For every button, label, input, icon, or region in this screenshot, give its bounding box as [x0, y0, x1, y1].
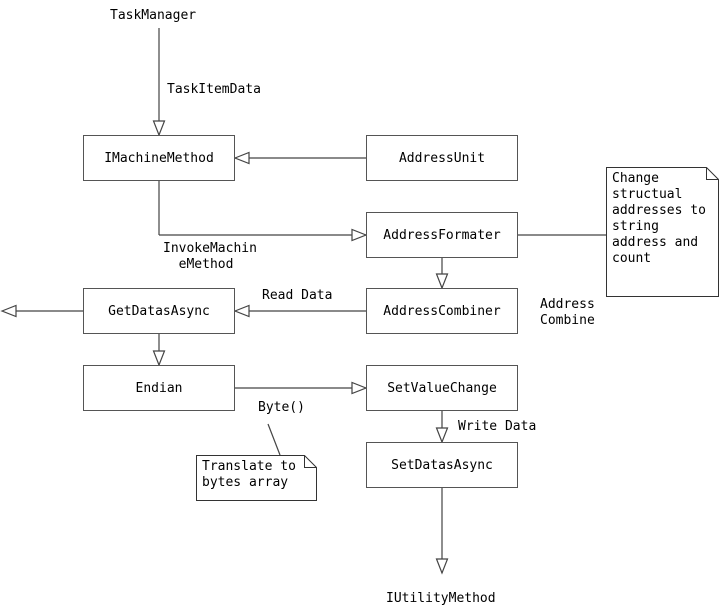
node-label: IMachineMethod [104, 150, 214, 166]
node-label: AddressCombiner [383, 303, 501, 319]
label-iutilitymethod: IUtilityMethod [386, 591, 496, 606]
arrow-endian-to-setvaluechange [351, 381, 368, 395]
arrow-addressformater-to-addresscombiner [435, 273, 449, 290]
label-taskitemdata: TaskItemData [167, 82, 261, 97]
note-text: Change structual addresses to string add… [612, 171, 706, 266]
note-shape [606, 167, 719, 297]
node-label: AddressUnit [398, 150, 486, 166]
note-address[interactable]: Change structual addresses to string add… [606, 167, 719, 297]
node-getdatasasync[interactable]: GetDatasAsync [83, 288, 235, 334]
arrow-setdatasasync-to-iutilitymethod [435, 558, 449, 575]
arrow-getdatasasync-out-left [0, 304, 17, 318]
node-endian[interactable]: Endian [83, 365, 235, 411]
label-addresscombine: Address Combine [540, 297, 595, 328]
node-imachinemethod[interactable]: IMachineMethod [83, 135, 235, 181]
arrow-addresscombiner-to-getdatasasync [233, 304, 250, 318]
arrow-taskmanager-to-imachinemethod [152, 120, 166, 137]
arrow-setvaluechange-to-setdatasasync [435, 427, 449, 444]
arrow-getdatasasync-to-endian [152, 350, 166, 367]
node-setvaluechange[interactable]: SetValueChange [366, 365, 518, 411]
node-label: AddressFormater [383, 227, 501, 243]
label-taskmanager: TaskManager [110, 8, 197, 23]
node-addressformater[interactable]: AddressFormater [366, 212, 518, 258]
note-translate[interactable]: Translate to bytes array [196, 455, 317, 501]
node-setdatasasync[interactable]: SetDatasAsync [366, 442, 518, 488]
node-label: SetDatasAsync [391, 457, 493, 473]
label-readdata: Read Data [262, 288, 333, 303]
edge-byte-to-note-translate [267, 423, 281, 456]
note-shape [196, 455, 317, 501]
node-addressunit[interactable]: AddressUnit [366, 135, 518, 181]
arrow-imachinemethod-to-addressformater [351, 228, 368, 242]
label-byte: Byte() [258, 400, 305, 415]
node-addresscombiner[interactable]: AddressCombiner [366, 288, 518, 334]
node-label: SetValueChange [387, 380, 497, 396]
note-text: Translate to bytes array [202, 459, 296, 490]
node-label: GetDatasAsync [108, 303, 210, 319]
node-label: Endian [135, 380, 183, 396]
label-invokemachinemethod: InvokeMachin eMethod [163, 241, 257, 272]
label-writedata: Write Data [458, 419, 537, 434]
arrow-addressunit-to-imachinemethod [233, 151, 250, 165]
